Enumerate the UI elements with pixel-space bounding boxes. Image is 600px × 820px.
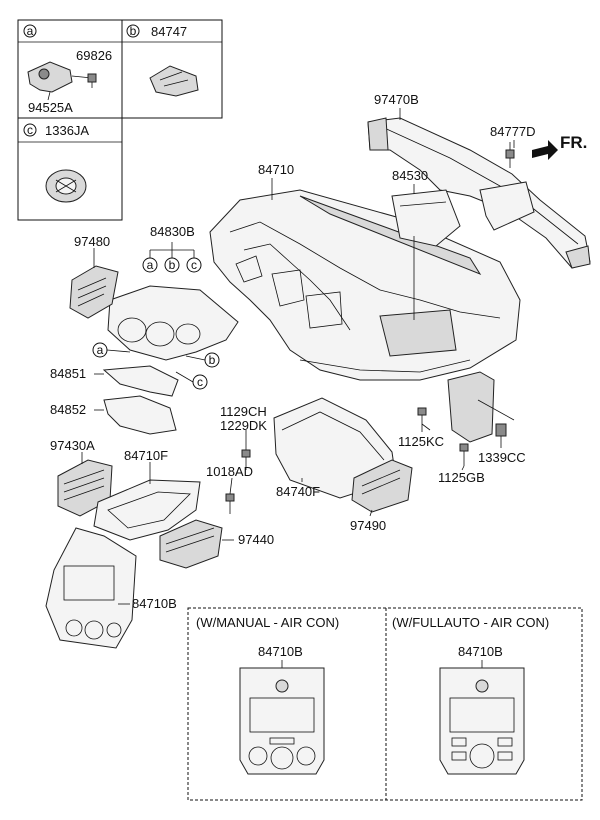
label-84710: 84710: [258, 162, 294, 177]
label-84777D: 84777D: [490, 124, 536, 139]
label-97480: 97480: [74, 234, 110, 249]
label-84852: 84852: [50, 402, 86, 417]
panel-84710F: [93, 479, 201, 541]
label-1339CC: 1339CC: [478, 450, 526, 465]
ref-a-box: a: [27, 24, 34, 38]
ref-a-84830B: a: [147, 258, 154, 272]
label-84710B: 84710B: [132, 596, 177, 611]
variant-auto-title: (W/FULLAUTO - AIR CON): [392, 615, 549, 630]
label-84710F: 84710F: [124, 448, 168, 463]
cover-84851: [94, 365, 179, 397]
label-97470B: 97470B: [374, 92, 419, 107]
bolt-1125KC: [417, 407, 427, 432]
side-bracket: [447, 371, 515, 443]
label-84740F: 84740F: [276, 484, 320, 499]
cluster-fascia-84830B: a b c: [107, 242, 239, 361]
part-84747: 84747: [151, 24, 187, 39]
label-84851: 84851: [50, 366, 86, 381]
screw-84777D: [505, 142, 515, 168]
cover-84852: [94, 395, 177, 435]
label-97490: 97490: [350, 518, 386, 533]
label-97440: 97440: [238, 532, 274, 547]
variant-auto-part: 84710B: [458, 644, 503, 659]
bolt-1129CH: [241, 432, 251, 470]
label-84530: 84530: [392, 168, 428, 183]
ref-b-cluster: b: [209, 353, 216, 367]
front-arrow-icon: [532, 140, 558, 160]
detail-boxes: a b c 84747 1336JA 69826 94525A: [17, 19, 223, 221]
part-1336JA: 1336JA: [45, 123, 89, 138]
ref-c-84830B: c: [191, 258, 197, 272]
manual-panel: [239, 667, 325, 775]
center-fascia-84710B: [45, 527, 137, 649]
ref-b-84830B: b: [169, 258, 176, 272]
variant-box: (W/MANUAL - AIR CON) (W/FULLAUTO - AIR C…: [187, 607, 583, 801]
variant-manual-part: 84710B: [258, 644, 303, 659]
clip-1339CC: [495, 423, 507, 448]
label-1229DK: 1229DK: [220, 418, 267, 433]
screw-1018AD: [225, 493, 235, 514]
air-duct-97470B: [367, 117, 591, 269]
label-1125GB: 1125GB: [438, 470, 485, 485]
cluster-callouts: a b c: [92, 342, 220, 390]
label-1125KC: 1125KC: [398, 434, 444, 449]
crash-pad-84710: [209, 189, 521, 381]
vent-97440: [159, 519, 234, 569]
fullauto-panel: [439, 667, 525, 775]
ref-b-box: b: [130, 24, 137, 38]
sensor-bracket-shape: [27, 61, 73, 93]
label-1129CH: 1129CH: [220, 404, 267, 419]
label-fr: FR.: [560, 133, 587, 152]
leader-lines: [81, 108, 515, 517]
label-1018AD: 1018AD: [206, 464, 253, 479]
bolt-1125GB: [459, 443, 469, 466]
variant-manual-title: (W/MANUAL - AIR CON): [196, 615, 339, 630]
part-94525A: 94525A: [28, 100, 73, 115]
ref-c-cluster: c: [197, 375, 203, 389]
ref-c-box: c: [27, 123, 33, 137]
clip-shape: [149, 65, 199, 97]
vent-97490: [351, 459, 413, 513]
vent-97480: [69, 265, 119, 319]
ref-a-cluster: a: [97, 343, 104, 357]
airbag-84530: [391, 189, 461, 320]
label-97430A: 97430A: [50, 438, 95, 453]
part-69826: 69826: [76, 48, 112, 63]
label-84830B: 84830B: [150, 224, 195, 239]
